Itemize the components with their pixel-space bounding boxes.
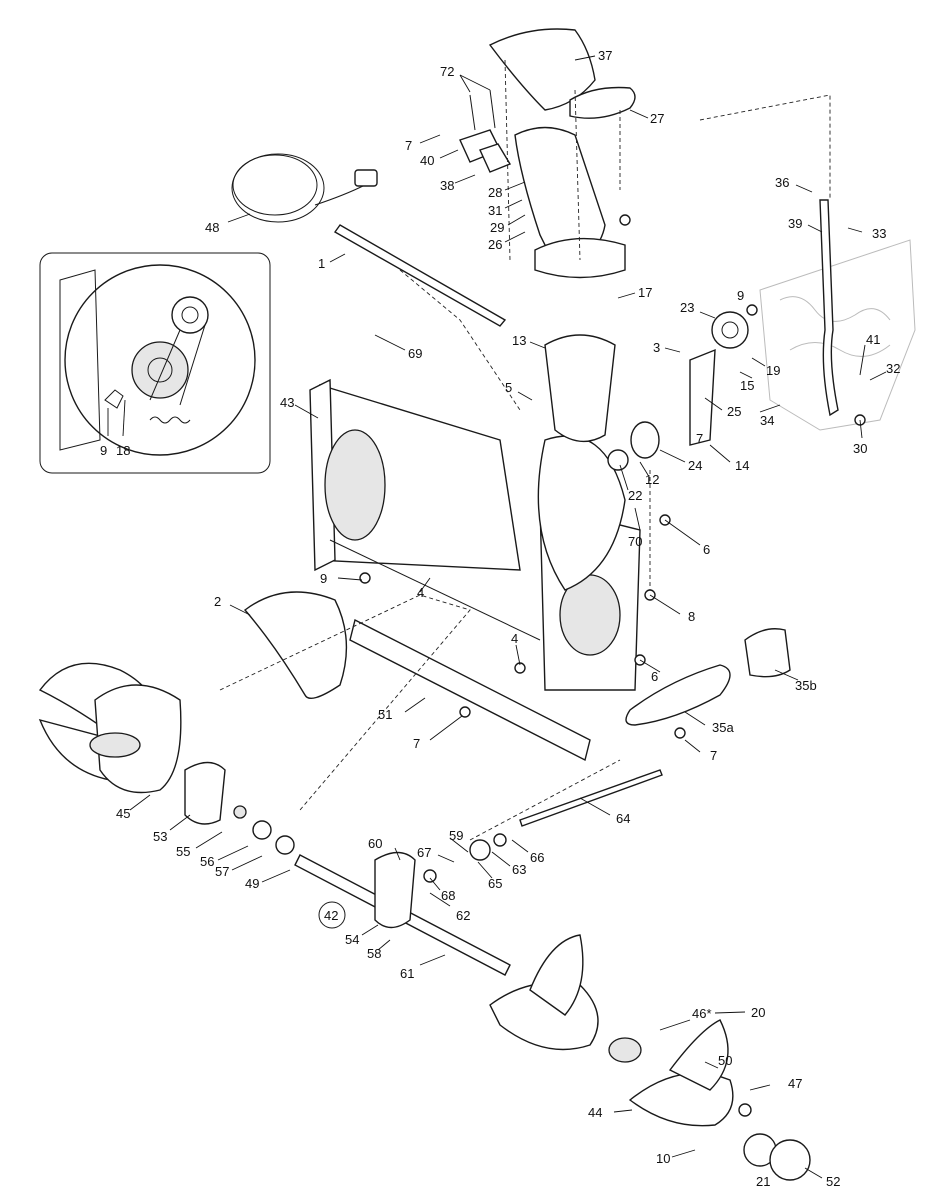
label-9b: 9	[320, 571, 327, 586]
label-36: 36	[775, 175, 789, 190]
label-63: 63	[512, 862, 526, 877]
label-1: 1	[318, 256, 325, 271]
label-25: 25	[727, 404, 741, 419]
label-8: 8	[688, 609, 695, 624]
label-10: 10	[656, 1151, 670, 1166]
label-45: 45	[116, 806, 130, 821]
reference-lines	[219, 59, 831, 841]
label-41: 41	[866, 332, 880, 347]
label-46: 46*	[692, 1006, 712, 1021]
skid-shoes	[625, 628, 791, 726]
label-52: 52	[826, 1174, 840, 1189]
label-50: 50	[718, 1053, 732, 1068]
extension-cord	[231, 153, 378, 223]
label-4a: 4	[417, 585, 424, 600]
label-43: 43	[280, 395, 294, 410]
label-17: 17	[638, 285, 652, 300]
label-70: 70	[628, 534, 642, 549]
label-60: 60	[368, 836, 382, 851]
label-23: 23	[680, 300, 694, 315]
label-40: 40	[420, 153, 434, 168]
label-64: 64	[616, 811, 630, 826]
label-61: 61	[400, 966, 414, 981]
label-39: 39	[788, 216, 802, 231]
label-7b: 7	[696, 431, 703, 446]
label-30: 30	[853, 441, 867, 456]
label-9a: 9	[737, 288, 744, 303]
label-58: 58	[367, 946, 381, 961]
label-19: 19	[766, 363, 780, 378]
label-72: 72	[440, 64, 454, 79]
label-33: 33	[872, 226, 886, 241]
label-49: 49	[245, 876, 259, 891]
label-15: 15	[740, 378, 754, 393]
label-68: 68	[441, 888, 455, 903]
label-20: 20	[751, 1005, 765, 1020]
label-18-inset: 18	[116, 443, 130, 458]
label-55: 55	[176, 844, 190, 859]
label-67: 67	[417, 845, 431, 860]
side-panel	[243, 591, 348, 699]
label-51: 51	[378, 707, 392, 722]
label-35a: 35a	[712, 720, 734, 735]
label-27: 27	[650, 111, 664, 126]
label-9-inset: 9	[100, 443, 107, 458]
label-69: 69	[408, 346, 422, 361]
label-53: 53	[153, 829, 167, 844]
label-21: 21	[756, 1174, 770, 1189]
label-31: 31	[488, 203, 502, 218]
label-7a: 7	[405, 138, 412, 153]
background-frame-sketch	[759, 239, 916, 431]
shaft	[333, 224, 507, 327]
label-12: 12	[645, 472, 659, 487]
label-4b: 4	[511, 631, 518, 646]
auger-housing	[309, 334, 641, 691]
label-37: 37	[598, 48, 612, 63]
chute-assembly	[459, 28, 636, 279]
label-38: 38	[440, 178, 454, 193]
label-42: 42	[324, 908, 338, 923]
label-14: 14	[735, 458, 749, 473]
label-24: 24	[688, 458, 702, 473]
label-5: 5	[505, 380, 512, 395]
auger-left	[38, 662, 182, 794]
label-28: 28	[488, 185, 502, 200]
label-6a: 6	[703, 542, 710, 557]
scraper-bar	[349, 618, 591, 762]
label-65: 65	[488, 876, 502, 891]
pulley-plate	[607, 311, 749, 471]
handle-rod	[819, 199, 839, 417]
label-35b: 35b	[795, 678, 817, 693]
label-7c: 7	[413, 736, 420, 751]
label-47: 47	[788, 1076, 802, 1091]
label-2: 2	[214, 594, 221, 609]
label-59: 59	[449, 828, 463, 843]
label-32: 32	[886, 361, 900, 376]
label-44: 44	[588, 1105, 602, 1120]
inset-detail	[39, 252, 271, 474]
hardware	[233, 214, 866, 1181]
label-3: 3	[653, 340, 660, 355]
label-6b: 6	[651, 669, 658, 684]
label-62: 62	[456, 908, 470, 923]
label-66: 66	[530, 850, 544, 865]
part-labels: 72 37 27 7 40 38 28 31 29 26 36 39 33 48…	[100, 48, 900, 1189]
auger-right	[489, 934, 734, 1127]
label-26: 26	[488, 237, 502, 252]
label-48: 48	[205, 220, 219, 235]
label-13: 13	[512, 333, 526, 348]
label-56: 56	[200, 854, 214, 869]
auger-shaft	[184, 761, 511, 976]
label-34: 34	[760, 413, 774, 428]
label-22: 22	[628, 488, 642, 503]
label-57: 57	[215, 864, 229, 879]
label-54: 54	[345, 932, 359, 947]
label-29: 29	[490, 220, 504, 235]
label-7d: 7	[710, 748, 717, 763]
